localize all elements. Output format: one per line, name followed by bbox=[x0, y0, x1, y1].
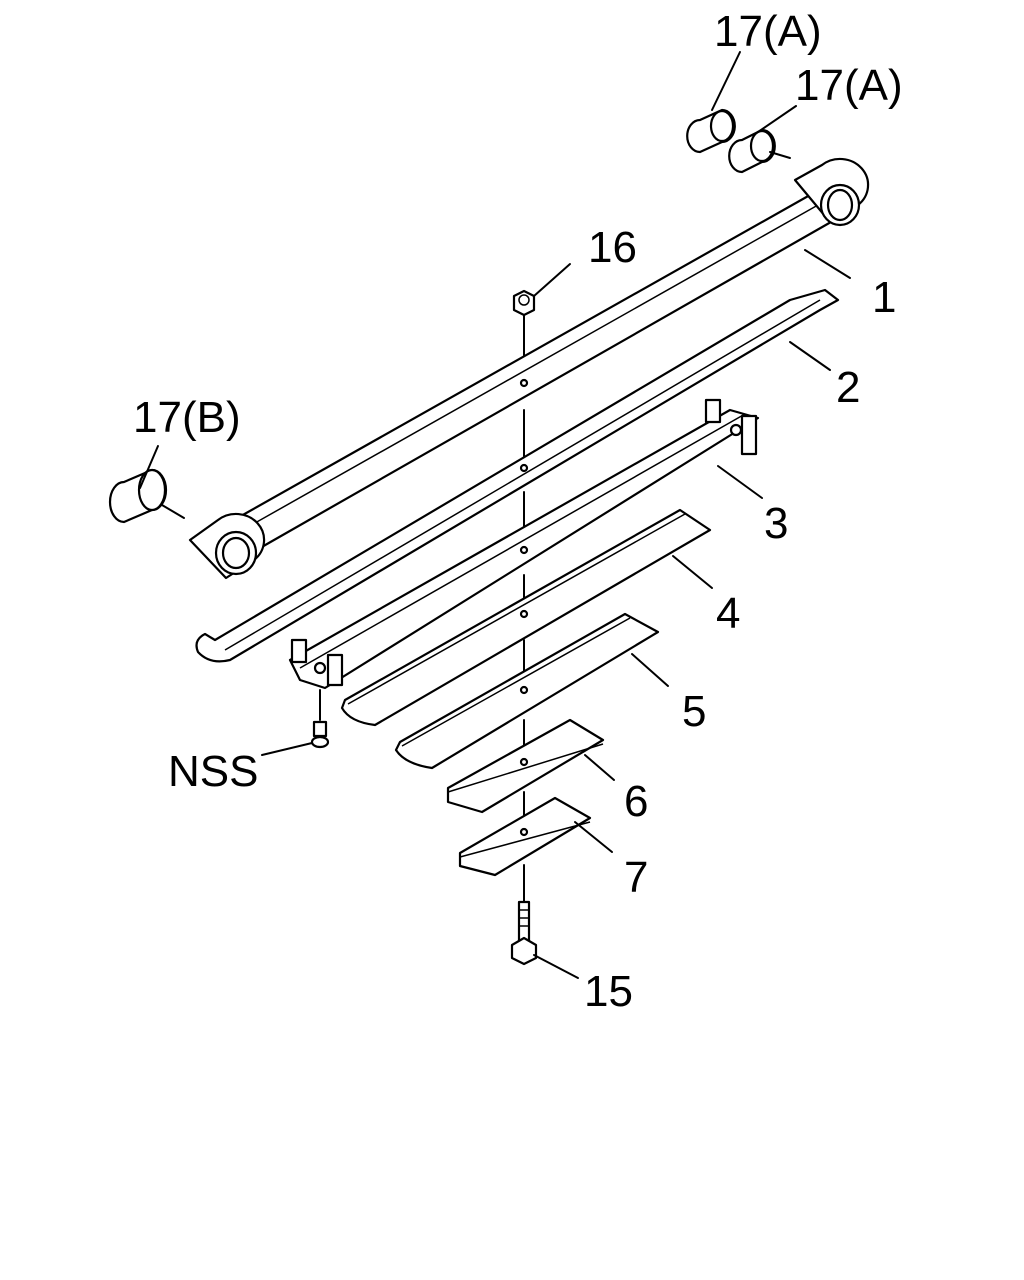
leader-lines bbox=[139, 51, 851, 979]
leaf-4 bbox=[340, 508, 712, 727]
leaf-7 bbox=[458, 796, 592, 877]
callout-2: 2 bbox=[836, 363, 860, 412]
callout-nss: NSS bbox=[168, 747, 258, 796]
leaf-6 bbox=[446, 718, 605, 814]
center-nut-16 bbox=[512, 289, 536, 317]
leaf-2 bbox=[195, 288, 840, 663]
callout-15: 15 bbox=[584, 967, 633, 1016]
callout-6: 6 bbox=[624, 777, 648, 826]
leaf-3 bbox=[288, 398, 760, 690]
callout-17b: 17(B) bbox=[133, 393, 241, 442]
bushing-17b bbox=[108, 468, 185, 524]
callout-4: 4 bbox=[716, 589, 740, 638]
callout-16: 16 bbox=[588, 223, 637, 272]
callout-3: 3 bbox=[764, 499, 788, 548]
main-leaf-1 bbox=[188, 157, 870, 580]
callout-7: 7 bbox=[624, 853, 648, 902]
callout-1: 1 bbox=[872, 273, 896, 322]
center-bolt-15 bbox=[510, 900, 538, 966]
leaf-5 bbox=[394, 612, 660, 770]
callout-17a-top: 17(A) bbox=[714, 7, 822, 56]
callout-5: 5 bbox=[682, 687, 706, 736]
rivet-nss bbox=[310, 689, 330, 749]
bushing-17a-top bbox=[686, 108, 736, 154]
callout-17a-right: 17(A) bbox=[795, 61, 903, 110]
bushing-17a-right bbox=[728, 128, 791, 174]
